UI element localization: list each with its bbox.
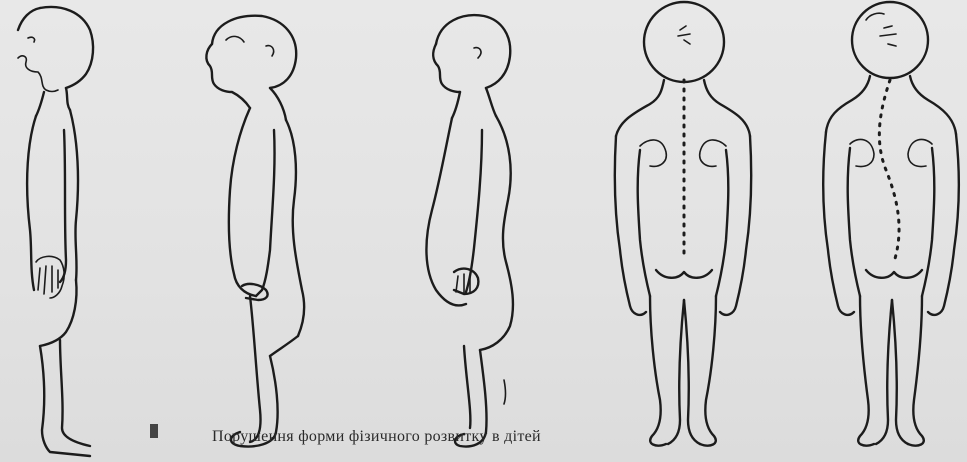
figure-caption: Порушення форми фізичного розвитку в діт… (212, 428, 541, 446)
figure-side-normal (18, 7, 93, 456)
caption-marker (150, 424, 158, 438)
figure-back-normal (615, 2, 751, 446)
figure-side-kyphosis (206, 16, 304, 447)
figure-side-lordosis (426, 15, 513, 446)
figure-back-scoliosis (823, 2, 959, 446)
